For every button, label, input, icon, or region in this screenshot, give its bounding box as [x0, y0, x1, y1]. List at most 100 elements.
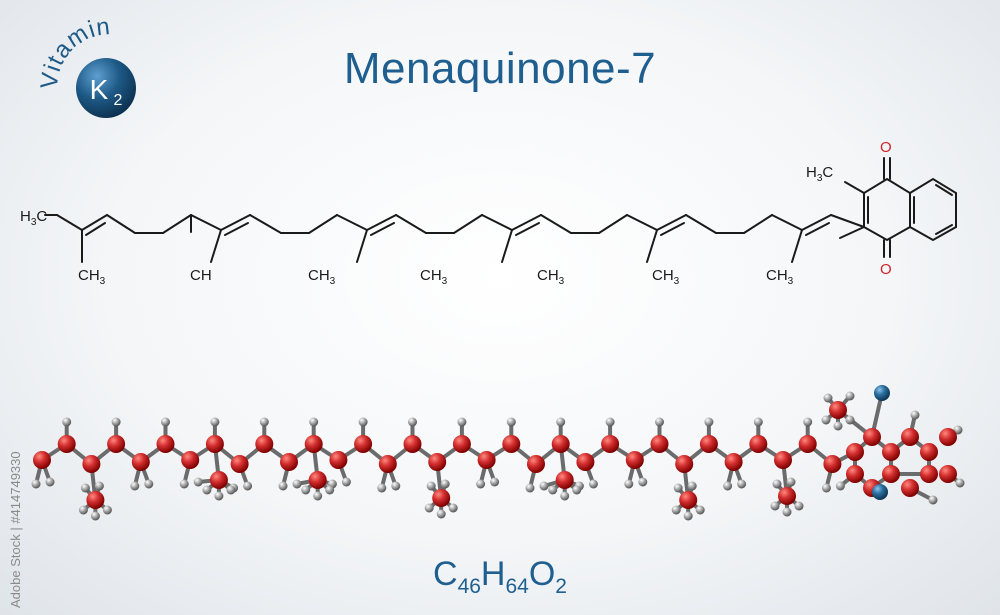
hydrogen-atom	[440, 479, 450, 489]
hydrogen-atom	[753, 417, 763, 427]
hydrogen-atom	[476, 479, 486, 489]
hydrogen-atom	[214, 491, 224, 501]
hydrogen-atom	[292, 479, 302, 489]
carbon-atom	[230, 455, 249, 473]
hydrogen-atom	[624, 479, 634, 489]
badge-symbol: K	[90, 74, 109, 105]
badge-circle	[76, 58, 136, 118]
carbon-atom	[846, 465, 864, 483]
ball-and-stick-model	[31, 385, 965, 521]
hydrogen-atom	[572, 485, 582, 495]
hydrogen-atom	[78, 505, 88, 515]
hydrogen-atom	[130, 481, 140, 491]
carbon-atom	[939, 428, 957, 446]
hydrogen-atom	[259, 417, 269, 427]
hydrogen-atom	[671, 505, 681, 515]
carbon-atom	[82, 455, 101, 473]
hydrogen-atom	[226, 485, 236, 495]
hydrogen-atom	[704, 417, 714, 427]
label-ch: CH	[190, 267, 212, 284]
hydrogen-atom	[457, 417, 467, 427]
carbon-atom	[749, 435, 768, 453]
hydrogen-atom	[910, 410, 920, 420]
carbon-atom	[280, 453, 298, 471]
carbon-atom	[209, 471, 228, 489]
hydrogen-atom	[341, 477, 351, 487]
hydrogen-atom	[358, 417, 368, 427]
carbon-atom	[798, 435, 817, 453]
formula-element-c: C	[433, 555, 458, 593]
oxygen-atom	[872, 484, 888, 500]
formula-element-h: H	[480, 555, 506, 593]
hydrogen-atom	[548, 485, 558, 495]
label-ch3-4: CH3	[537, 267, 565, 287]
hydrogen-atom	[31, 479, 41, 489]
hydrogen-atom	[161, 417, 170, 427]
label-ch3-1: CH3	[78, 267, 106, 287]
hydrogen-atom	[301, 485, 311, 495]
carbon-atom	[403, 435, 422, 453]
hydrogen-atom	[202, 485, 212, 495]
hydrogen-atom	[560, 491, 570, 501]
hydrogen-atom	[723, 481, 733, 491]
hydrogen-atom	[605, 417, 615, 427]
carbon-atom	[477, 451, 496, 469]
carbon-atom	[156, 435, 175, 453]
hydrogen-atom	[770, 501, 780, 511]
hydrogen-atom	[588, 479, 598, 489]
carbon-atom	[650, 435, 669, 453]
carbon-atom	[527, 455, 545, 473]
carbon-atom	[699, 435, 718, 453]
carbon-atom	[920, 465, 938, 483]
carbon-atom	[829, 401, 847, 419]
hydrogen-atom	[823, 393, 833, 403]
carbon-atom	[901, 428, 919, 446]
formula-count-h: 64	[505, 575, 529, 598]
carbon-atom	[625, 451, 644, 469]
carbon-atom	[778, 487, 796, 505]
hydrogen-atom	[673, 483, 683, 493]
carbon-atom	[901, 479, 919, 497]
molecular-formula: C46H64O2	[0, 555, 1000, 599]
hydrogen-atom	[928, 495, 938, 505]
hydrogen-atom	[683, 511, 693, 521]
watermark-text: Adobe Stock | #414749330	[8, 451, 23, 608]
carbon-atom	[205, 435, 224, 453]
hydrogen-atom	[102, 505, 112, 515]
hydrogen-atom	[426, 481, 436, 491]
hydrogen-atom	[90, 511, 100, 521]
carbon-atom	[107, 435, 126, 453]
carbon-atom	[329, 451, 348, 469]
label-h3c-terminal: H3C	[20, 208, 47, 228]
hydrogen-atom	[325, 485, 335, 495]
hydrogen-atom	[953, 425, 963, 435]
label-h3c-ring: H3C	[806, 164, 833, 184]
page-title: Menaquinone-7	[343, 44, 657, 93]
hydrogen-atom	[845, 391, 855, 401]
hydrogen-atom	[821, 415, 831, 425]
carbon-atom	[428, 453, 447, 471]
carbon-atom	[502, 435, 521, 453]
hydrogen-atom	[391, 481, 401, 491]
hydrogen-atom	[525, 483, 535, 493]
hydrogen-atom	[448, 503, 458, 513]
badge-subscript: 2	[114, 92, 123, 109]
hydrogen-atom	[786, 477, 796, 487]
carbon-atom	[920, 443, 938, 461]
hydrogen-atom	[556, 417, 566, 427]
hydrogen-atom	[794, 501, 804, 511]
carbon-atom	[378, 455, 397, 473]
formula-count-c: 46	[457, 575, 481, 598]
hydrogen-atom	[243, 481, 253, 491]
label-ch3-2: CH3	[308, 267, 336, 287]
label-ch3-5: CH3	[652, 267, 680, 287]
hydrogen-atom	[955, 478, 965, 488]
hydrogen-atom	[424, 503, 434, 513]
hydrogen-atom	[835, 481, 845, 491]
carbon-atom	[882, 443, 900, 461]
hydrogen-atom	[655, 417, 664, 427]
carbon-atom	[57, 435, 76, 453]
label-ch3-3: CH3	[420, 267, 448, 287]
hydrogen-atom	[695, 505, 705, 515]
